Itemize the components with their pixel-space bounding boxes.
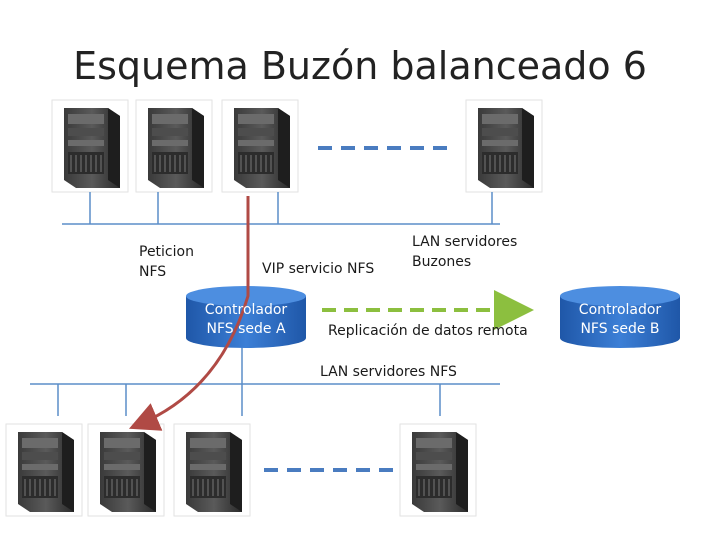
- vip-servicio-label: VIP servicio NFS: [262, 261, 375, 277]
- server-bottom-2: [87, 423, 165, 517]
- server-top-2: [135, 99, 213, 193]
- server-bottom-4: [399, 423, 477, 517]
- page-title: Esquema Buzón balanceado 6: [73, 44, 647, 88]
- server-top-1: [51, 99, 129, 193]
- request-arrow: [128, 196, 250, 431]
- controller-a-label: Controlador NFS sede A: [204, 302, 288, 337]
- server-bottom-1: [5, 423, 83, 517]
- controller-b-cylinder: [560, 286, 680, 348]
- server-top-3: [221, 99, 299, 193]
- controller-b-label: Controlador NFS sede B: [578, 302, 662, 337]
- server-bottom-3: [173, 423, 251, 517]
- lan-bus-bottom: [30, 344, 500, 416]
- controller-a-cylinder: [186, 286, 306, 348]
- replicacion-label: Replicación de datos remota: [328, 323, 528, 339]
- lan-buzones-label: LAN servidores Buzones: [412, 234, 518, 270]
- peticion-nfs-label: Peticion NFS: [139, 244, 194, 280]
- server-top-4: [465, 99, 543, 193]
- lan-nfs-label: LAN servidores NFS: [320, 364, 457, 380]
